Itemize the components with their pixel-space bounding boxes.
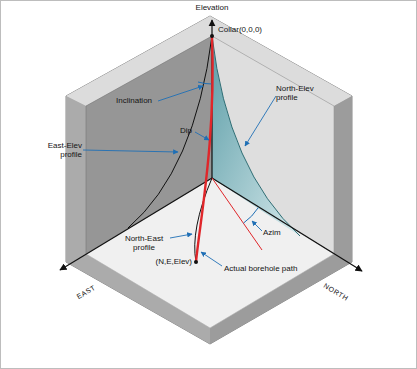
end-point xyxy=(194,260,198,264)
azimuth-arc xyxy=(244,208,259,224)
point-label: (N,E,Elev) xyxy=(130,257,192,266)
east-elev-profile-curve xyxy=(128,36,212,228)
path-label: Actual borehole path xyxy=(224,264,297,273)
angle-label: Inclination xyxy=(116,96,152,105)
angle-label: Azim xyxy=(263,228,281,237)
inclination-arc xyxy=(198,82,212,84)
borehole-path xyxy=(196,36,213,262)
azim-leader xyxy=(252,221,262,231)
leader-lines xyxy=(83,86,276,266)
north-east-leader xyxy=(170,234,192,238)
angle-label: Dip xyxy=(180,126,192,135)
east-elev-leader xyxy=(83,150,178,152)
floor xyxy=(86,178,334,328)
north-axis xyxy=(212,178,362,271)
north-elev-leader xyxy=(245,96,276,146)
axis-label: Elevation xyxy=(196,3,229,12)
inclination-leader xyxy=(158,86,203,101)
profile-label: North-Elev profile xyxy=(276,84,324,102)
north-elev-profile-area xyxy=(212,36,300,236)
profile-label: North-East profile xyxy=(118,234,170,252)
dip-leader xyxy=(195,132,209,140)
collar-point xyxy=(210,34,214,38)
point-label: Collar(0,0,0) xyxy=(218,25,262,34)
azimuth-line xyxy=(212,178,262,250)
east-axis xyxy=(60,178,212,270)
borehole-leader xyxy=(201,252,222,266)
profile-label: East-Elev profile xyxy=(24,141,82,159)
north-elev-profile-curve xyxy=(212,36,300,236)
